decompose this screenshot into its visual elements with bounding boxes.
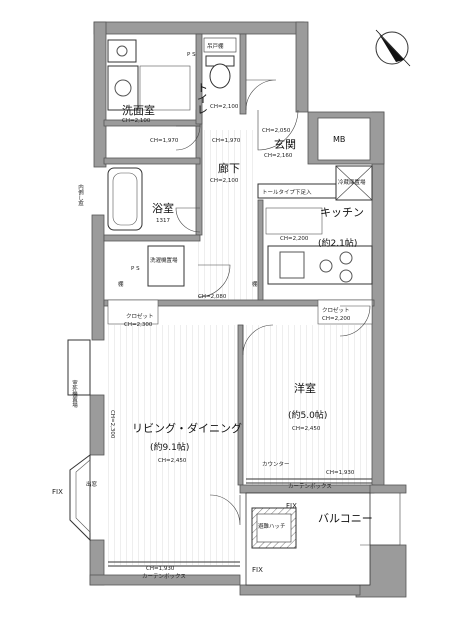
ch-living-low: CH=1,930 <box>146 566 175 572</box>
bath-door[interactable] <box>175 207 201 233</box>
ch-western-low: CH=1,930 <box>326 470 355 476</box>
outdoor-unit-label: 室外機置場 <box>71 379 78 409</box>
wall-living-western <box>237 324 244 486</box>
outdoor-unit-area <box>67 339 91 396</box>
fix-bottom: FIX <box>252 566 263 574</box>
mb-label: MB <box>333 135 345 144</box>
curtain-box-western: カーテンボックス <box>288 482 332 490</box>
western-floor <box>240 325 373 485</box>
closet-right-label: クロゼット <box>322 306 350 314</box>
wash-door[interactable] <box>175 125 201 151</box>
wall-left-mid <box>91 214 105 341</box>
closet-left-label: クロゼット <box>126 312 154 320</box>
fix-left: FIX <box>52 488 63 496</box>
toilet-bowl <box>209 63 231 89</box>
wall-bath-bottom <box>103 234 201 242</box>
bay-window-label: 出窓 <box>86 480 98 488</box>
living-ceiling: CH=2,450 <box>158 458 187 464</box>
living-door[interactable] <box>197 264 231 298</box>
closet-left <box>107 299 159 325</box>
living-name: リビング・ダイニング <box>132 421 242 435</box>
wall-balcony-right <box>369 484 407 494</box>
kitchen-ceiling: CH=2,200 <box>280 236 309 242</box>
shelf-right-label: 棚 <box>252 280 258 288</box>
hallway-name: 廊下 <box>218 161 240 175</box>
mb-box <box>317 117 371 161</box>
wall-left-lower <box>89 394 105 456</box>
wall-top <box>93 21 305 35</box>
wall-bath-top <box>103 157 201 165</box>
balcony-door[interactable] <box>209 494 241 526</box>
western-name: 洋室 <box>294 381 316 395</box>
hallway-ceiling: CH=2,100 <box>210 178 239 184</box>
ps-lower-label: P S <box>131 266 140 272</box>
washroom-ceiling: CH=2,100 <box>122 118 151 124</box>
shoe-rack-label: トールタイプ下足入 <box>262 188 312 196</box>
bay-window <box>69 454 91 542</box>
toilet-door[interactable] <box>245 79 277 111</box>
wall-bath-right <box>195 109 203 236</box>
bathroom-size: 1317 <box>156 218 170 224</box>
kitchen-name: キッチン <box>320 206 364 219</box>
living-tatami: (約9.1帖) <box>150 441 189 453</box>
hall-floor <box>198 130 258 305</box>
fridge-label: 冷蔵庫置場 <box>338 178 366 186</box>
toilet-name: トイレ <box>196 82 209 115</box>
western-door[interactable] <box>242 324 274 356</box>
western-ceiling: CH=2,450 <box>292 426 321 432</box>
wall-kitchen-left <box>257 199 264 301</box>
wall-balcony-bottom <box>239 584 361 596</box>
ch-closet-left: CH=2,300 <box>124 322 153 328</box>
kitchen-tatami: (約2.1帖) <box>318 237 357 249</box>
entrance-ceiling: CH=2,160 <box>264 153 293 159</box>
inner-window-label: 内倒し窓 <box>77 183 84 207</box>
wall-mid-h <box>103 299 375 307</box>
washroom-name: 洗面室 <box>122 103 155 117</box>
closet-right <box>317 299 373 325</box>
curtain-box-bottom: カーテンボックス <box>142 572 186 580</box>
living-floor <box>108 325 240 565</box>
counter-label: カウンター <box>262 460 290 468</box>
wall-right <box>371 111 385 488</box>
kitchen-door[interactable] <box>339 305 371 337</box>
toilet-ceiling: CH=2,100 <box>210 104 239 110</box>
hatch-label: 避難ハッチ <box>258 522 286 530</box>
ps-upper-label: P S <box>187 52 196 58</box>
shelf-left-label: 棚 <box>118 280 124 288</box>
fix-balcony: FIX <box>286 502 297 510</box>
wall-right-top <box>295 21 309 113</box>
wall-toilet-right <box>239 33 247 115</box>
balcony-name: バルコニー <box>318 512 373 525</box>
wall-left-upper <box>93 21 107 168</box>
washer-label: 洗濯機置場 <box>150 256 178 264</box>
ch-hall-b: CH=1,970 <box>212 138 241 144</box>
kitchen-sink <box>279 251 305 279</box>
wall-wash-bottom <box>103 119 201 127</box>
ch-closet-right: CH=2,200 <box>322 316 351 322</box>
ch-hall-c: CH=2,050 <box>262 128 291 134</box>
ch-hall-a: CH=1,970 <box>150 138 179 144</box>
washer-area <box>147 245 185 287</box>
bathroom-name: 浴室 <box>152 201 174 215</box>
entrance-name: 玄関 <box>274 137 296 151</box>
wall-bottom <box>89 574 241 586</box>
toilet-shelf: 吊戸棚 <box>207 42 224 50</box>
ch-living-side: CH=2,300 <box>109 410 115 439</box>
wall-toilet-left <box>195 33 203 125</box>
north-arrow <box>375 29 411 67</box>
western-tatami: (約5.0帖) <box>288 409 327 421</box>
ch-hall-d: CH=2,080 <box>198 294 227 300</box>
entrance-door[interactable] <box>257 109 299 151</box>
